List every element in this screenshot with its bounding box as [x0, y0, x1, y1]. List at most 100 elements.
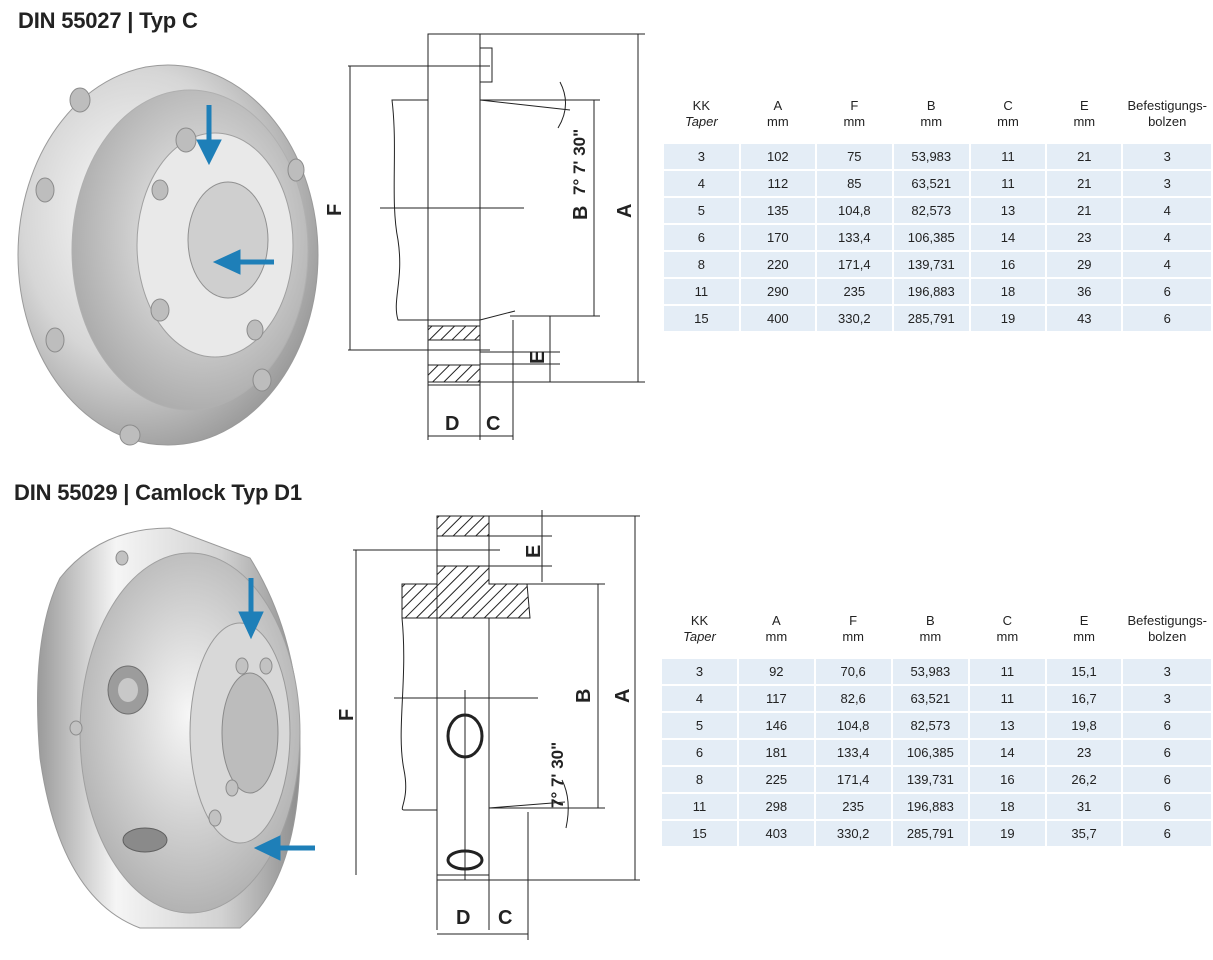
table-cell: 11 — [970, 659, 1045, 686]
table-cell: 82,573 — [893, 198, 969, 225]
table-cell: 11 — [970, 171, 1046, 198]
table-cell: 82,573 — [892, 713, 969, 740]
section-title-din-55027: DIN 55027 | Typ C — [18, 8, 198, 33]
table-cell: 104,8 — [816, 198, 892, 225]
table-cell: 225 — [738, 767, 814, 794]
table-cell: 8 — [664, 252, 739, 279]
table-cell: 11 — [970, 144, 1046, 171]
dim-label-a: A — [614, 204, 636, 218]
table-cell: 23 — [1047, 225, 1122, 252]
table-cell: 106,385 — [893, 225, 969, 252]
table-cell: 235 — [816, 279, 892, 306]
dim-label-d: D — [445, 413, 459, 435]
taper-angle-label: 7° 7' 30" — [570, 129, 589, 195]
dim-label-e: E — [523, 545, 545, 558]
table-cell: 135 — [740, 198, 815, 225]
table-cell: 21 — [1047, 171, 1122, 198]
table-cell: 31 — [1046, 794, 1122, 821]
table-cell: 53,983 — [893, 144, 969, 171]
table-cell: 13 — [970, 713, 1045, 740]
table-cell: 82,6 — [815, 686, 891, 713]
dim-label-d: D — [456, 907, 470, 929]
taper-angle-label: 7° 7' 30" — [548, 742, 567, 808]
technical-drawing-camlock-d1: E F B A D C 7° 7' 30" — [336, 510, 640, 940]
table-cell: 6 — [1123, 767, 1211, 794]
table-cell: 117 — [738, 686, 814, 713]
table-cell: 36 — [1047, 279, 1122, 306]
table-cell: 6 — [664, 225, 739, 252]
table-cell: 5 — [662, 713, 737, 740]
dim-label-c: C — [486, 413, 500, 435]
table-cell: 403 — [738, 821, 814, 848]
flange-photo-camlock-d1 — [37, 527, 315, 929]
table-cell: 15 — [662, 821, 737, 848]
table-cell: 4 — [664, 171, 739, 198]
table-cell: 112 — [740, 171, 815, 198]
table-cell: 330,2 — [816, 306, 892, 333]
table-cell: 5 — [664, 198, 739, 225]
dim-label-f: F — [324, 204, 346, 216]
table-cell: 4 — [1123, 225, 1211, 252]
table-cell: 139,731 — [892, 767, 969, 794]
table-cell: 19,8 — [1046, 713, 1122, 740]
table-cell: 43 — [1047, 306, 1122, 333]
table-cell: 196,883 — [892, 794, 969, 821]
table-cell: 4 — [1123, 198, 1211, 225]
table-cell: 170 — [740, 225, 815, 252]
dim-label-b: B — [573, 689, 595, 703]
table-cell: 85 — [816, 171, 892, 198]
table-cell: 3 — [1123, 171, 1211, 198]
table-cell: 106,385 — [892, 740, 969, 767]
dim-label-c: C — [498, 907, 512, 929]
dim-label-e: E — [527, 351, 549, 364]
table-cell: 3 — [662, 659, 737, 686]
table-cell: 14 — [970, 225, 1046, 252]
table-cell: 19 — [970, 821, 1045, 848]
table-cell: 285,791 — [893, 306, 969, 333]
table-cell: 23 — [1046, 740, 1122, 767]
arrow-icon — [196, 105, 222, 166]
table-cell: 16,7 — [1046, 686, 1122, 713]
table-cell: 6 — [1123, 713, 1211, 740]
table-cell: 3 — [1123, 659, 1211, 686]
table-cell: 181 — [738, 740, 814, 767]
table-cell: 35,7 — [1046, 821, 1122, 848]
table-cell: 4 — [1123, 252, 1211, 279]
table-cell: 290 — [740, 279, 815, 306]
table-cell: 6 — [1123, 740, 1211, 767]
dim-label-a: A — [612, 689, 634, 703]
table-cell: 8 — [662, 767, 737, 794]
table-cell: 15,1 — [1046, 659, 1122, 686]
table-cell: 18 — [970, 279, 1046, 306]
arrow-icon — [238, 578, 264, 640]
table-cell: 21 — [1047, 144, 1122, 171]
technical-drawing-typ-c: F B A E D C 7° 7' 30" — [324, 33, 645, 440]
table-cell: 3 — [1123, 686, 1211, 713]
table-cell: 70,6 — [815, 659, 891, 686]
